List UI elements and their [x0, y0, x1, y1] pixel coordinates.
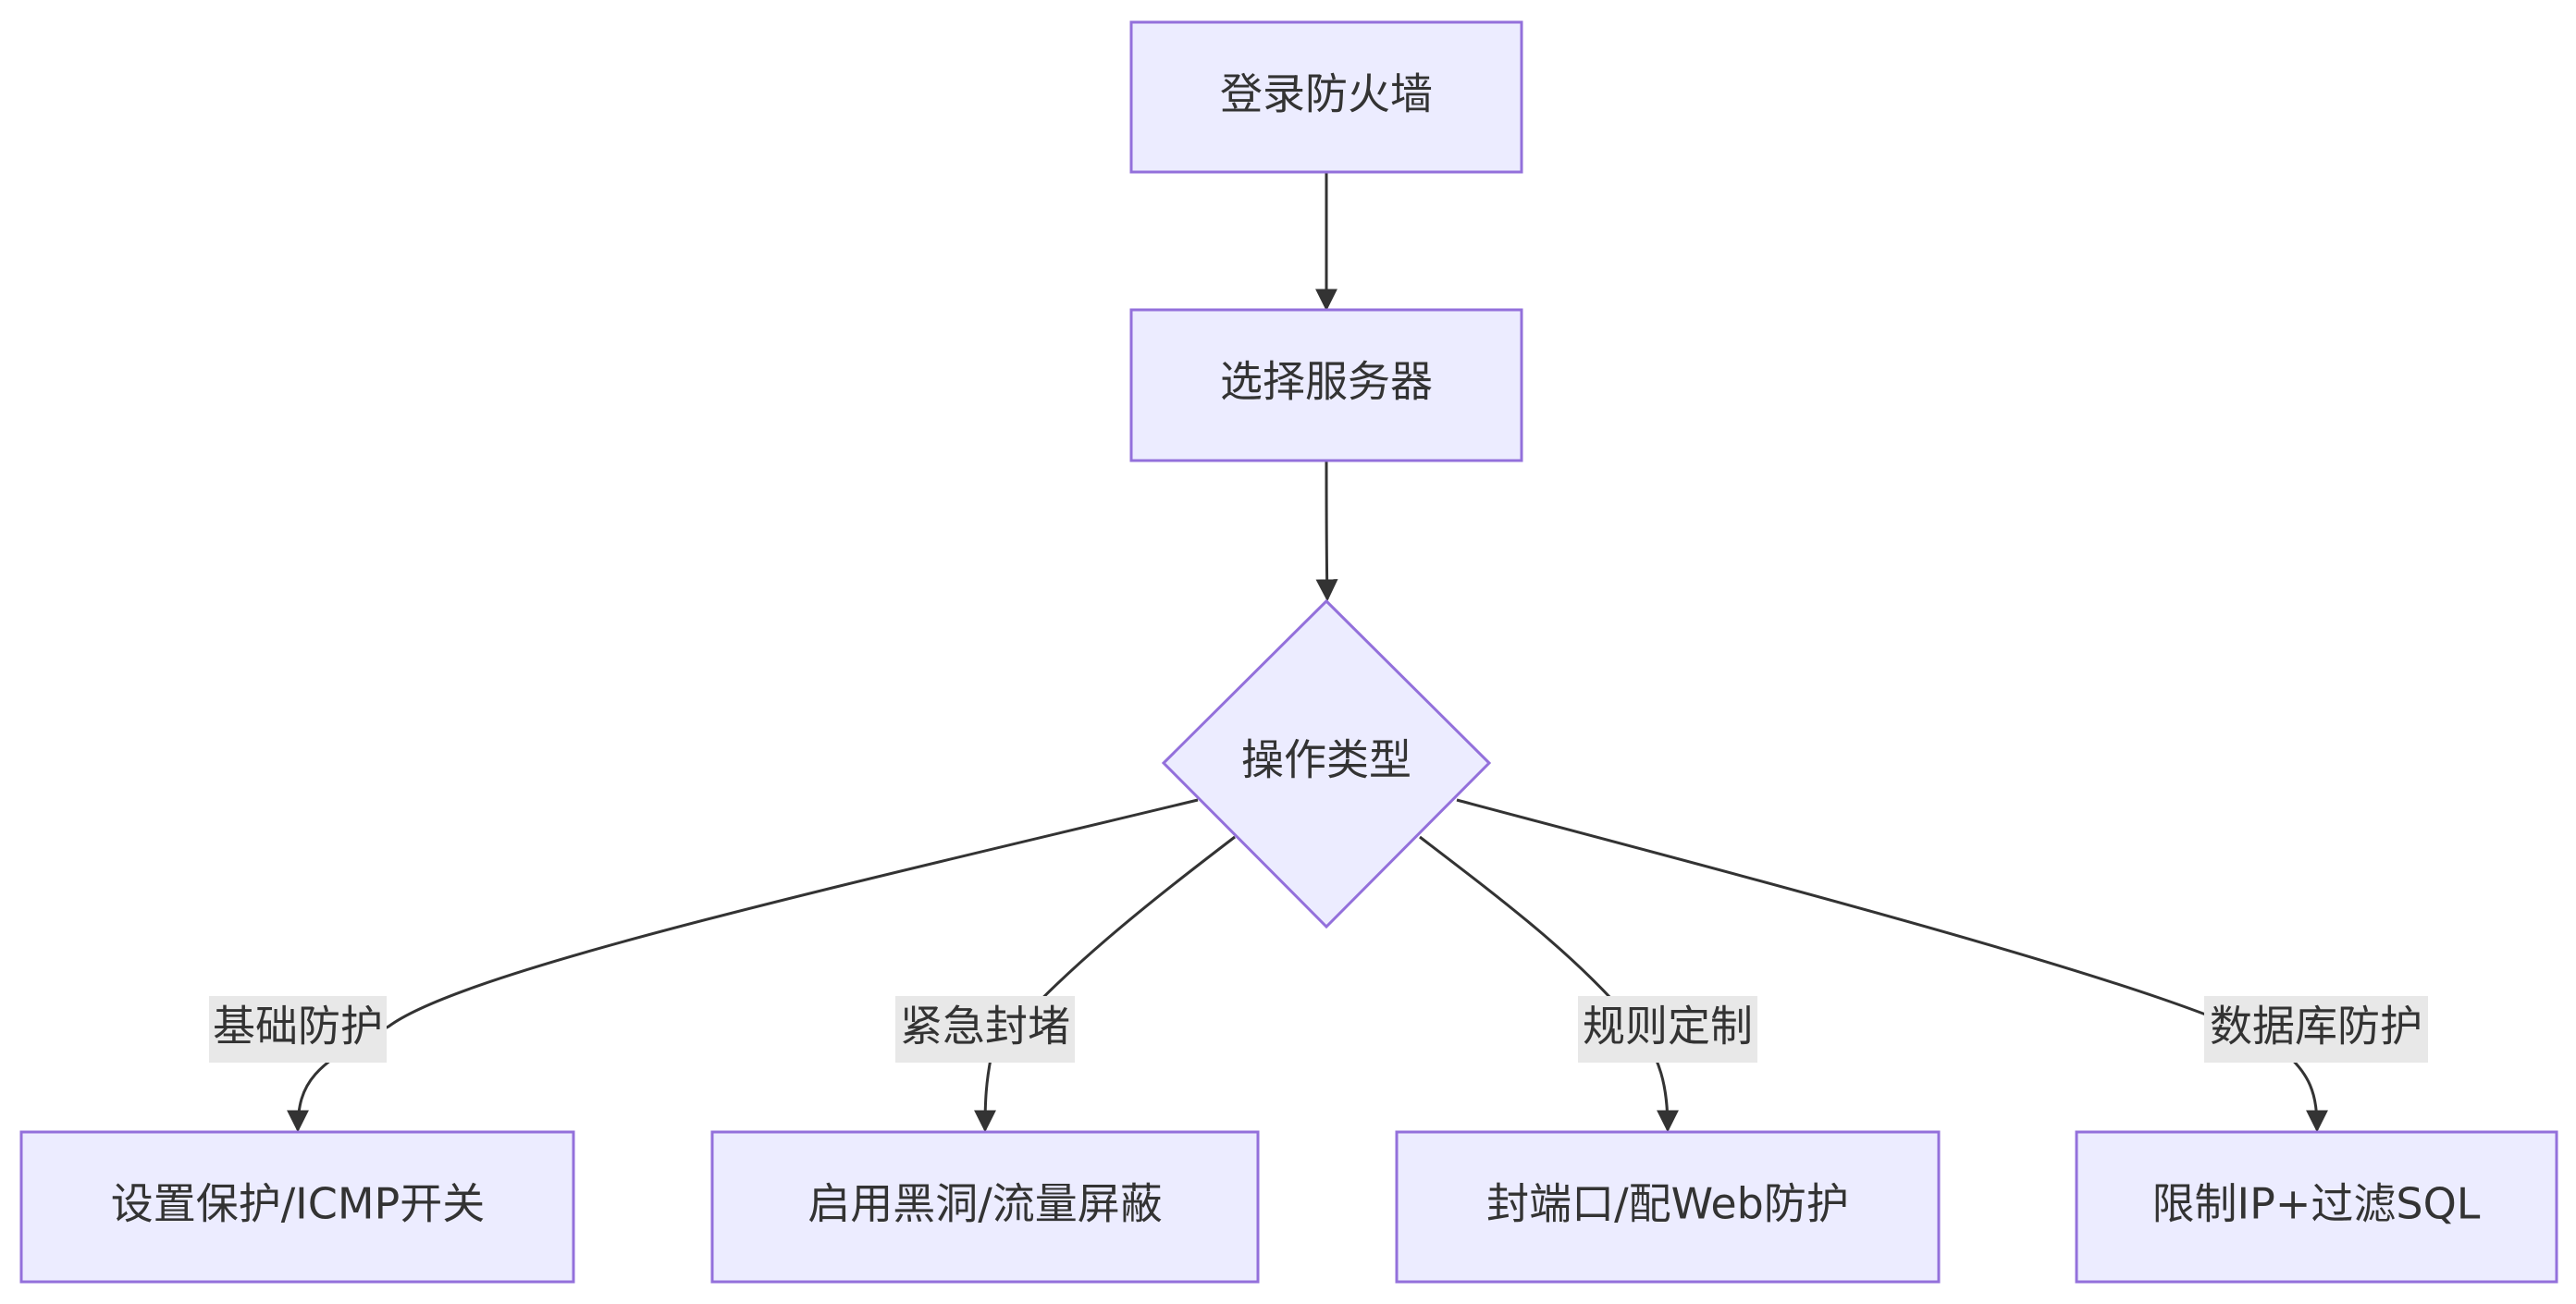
node-emergency-result-label: 启用黑洞/流量屏蔽: [807, 1179, 1163, 1229]
node-database-result-label: 限制IP+过滤SQL: [2152, 1179, 2481, 1229]
edge-label-rule: 规则定制: [1578, 996, 1757, 1063]
node-basic-result[interactable]: 设置保护/ICMP开关: [19, 1130, 575, 1284]
edge-label-rule-text: 规则定制: [1583, 1002, 1753, 1052]
edge-operation-type-to-emergency: [974, 835, 1236, 1133]
edge-label-database: 数据库防护: [2204, 996, 2428, 1063]
node-operation-type-label: 操作类型: [1241, 735, 1411, 785]
node-rule-result[interactable]: 封端口/配Web防护: [1395, 1130, 1941, 1284]
edge-operation-type-to-database: [1456, 798, 2328, 1133]
node-select-server[interactable]: 选择服务器: [1129, 308, 1523, 462]
edge-operation-type-to-rule: [1419, 835, 1679, 1133]
edge-label-basic-text: 基础防护: [213, 1002, 383, 1052]
node-login[interactable]: 登录防火墙: [1129, 20, 1523, 174]
edge-label-database-text: 数据库防护: [2210, 1002, 2422, 1052]
edge-operation-type-to-basic: [287, 798, 1199, 1133]
edge-label-emergency-text: 紧急封堵: [900, 1002, 1070, 1052]
node-login-label: 登录防火墙: [1220, 69, 1433, 119]
edge-label-emergency: 紧急封堵: [895, 996, 1075, 1063]
node-operation-type[interactable]: 操作类型: [1161, 598, 1492, 929]
node-rule-result-label: 封端口/配Web防护: [1486, 1179, 1849, 1229]
node-select-server-label: 选择服务器: [1220, 357, 1433, 407]
edge-label-basic: 基础防护: [209, 996, 387, 1063]
edge-select-server-to-operation-type: [1315, 460, 1338, 602]
node-basic-result-label: 设置保护/ICMP开关: [111, 1179, 486, 1229]
node-database-result[interactable]: 限制IP+过滤SQL: [2075, 1130, 2558, 1284]
node-emergency-result[interactable]: 启用黑洞/流量屏蔽: [710, 1130, 1260, 1284]
